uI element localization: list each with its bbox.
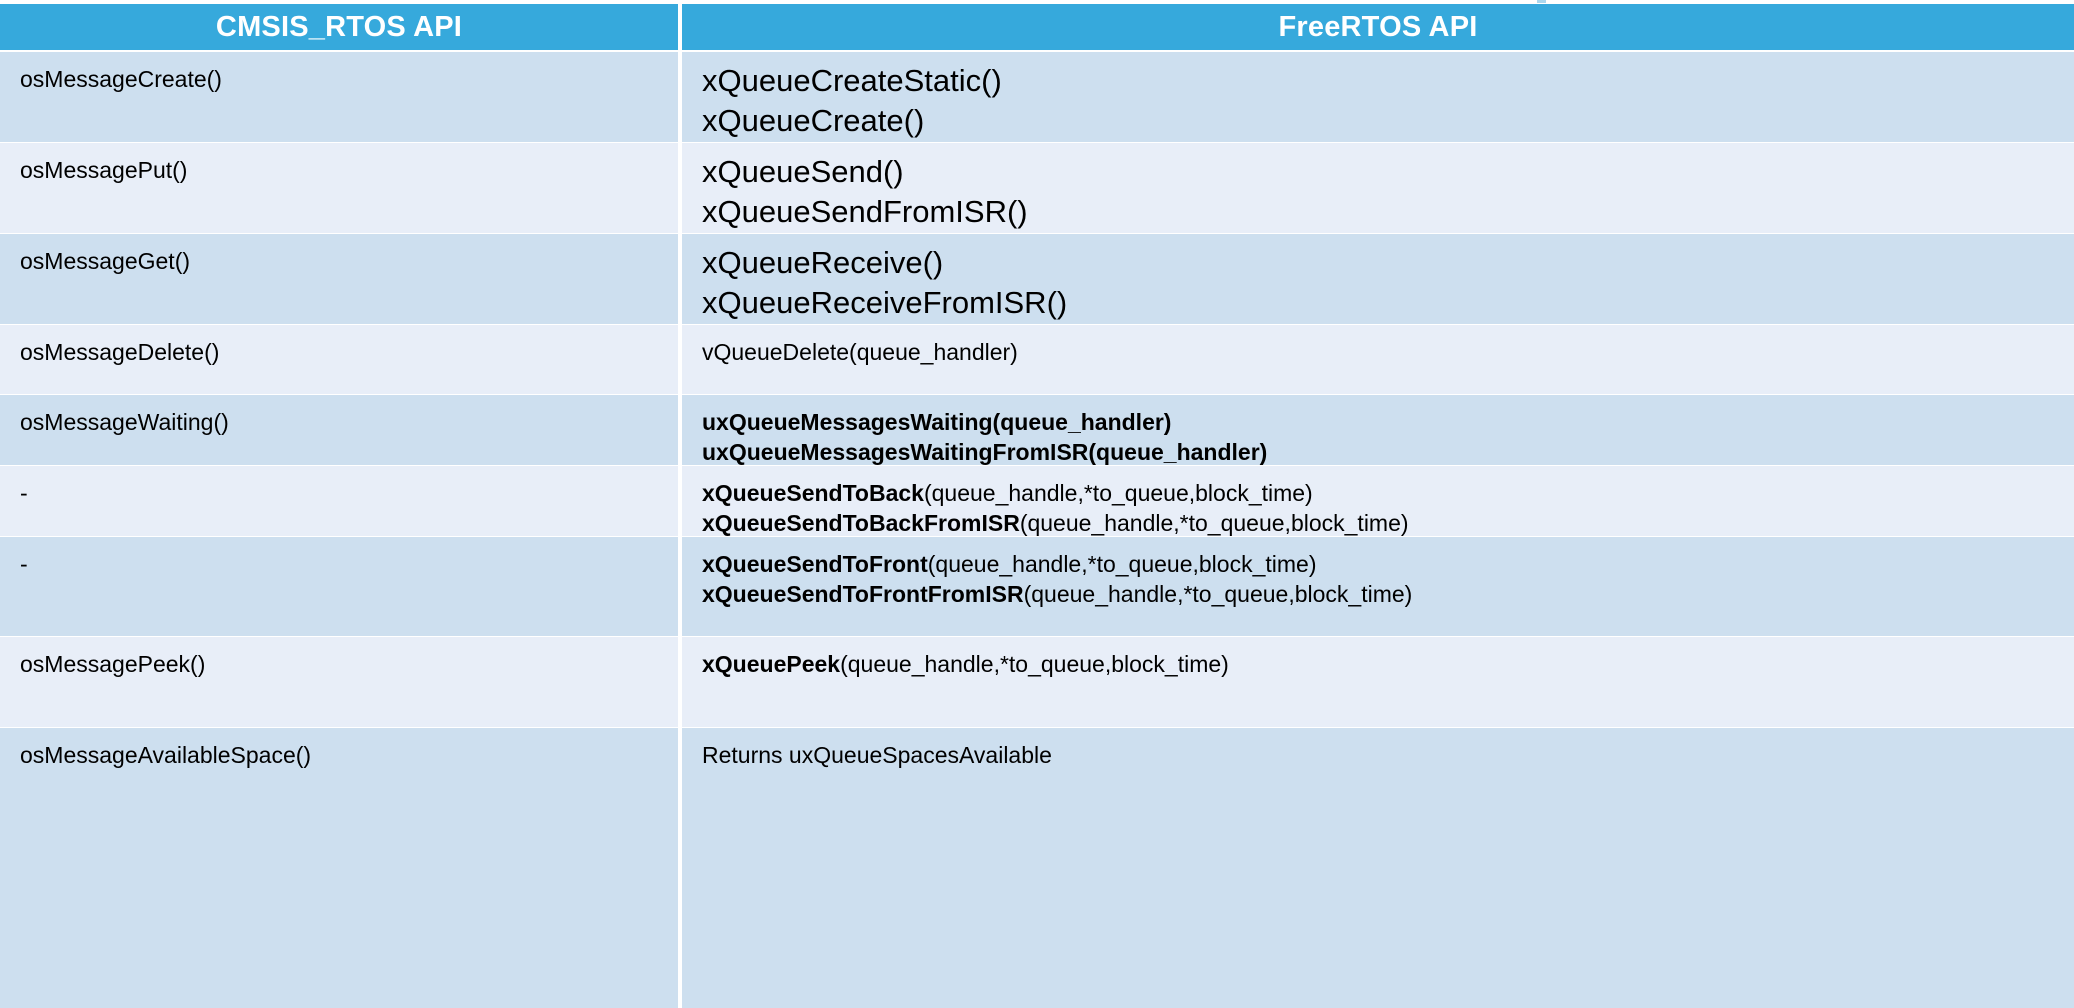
freertos-api-cell: xQueueSend() xQueueSendFromISR()	[682, 143, 2074, 233]
freertos-function-name: xQueueSendToBack	[702, 480, 924, 506]
table-row: osMessageDelete() vQueueDelete(queue_han…	[0, 325, 2074, 394]
header-column-divider	[678, 4, 682, 50]
freertos-function-name: uxQueueMessagesWaiting(queue_handler)	[702, 409, 1172, 435]
freertos-function-args: (queue_handle,*to_queue,block_time)	[1019, 510, 1409, 536]
table-row: - xQueueSendToBack(queue_handle,*to_queu…	[0, 466, 2074, 536]
cmsis-api-cell: -	[0, 537, 678, 636]
freertos-api-cell: uxQueueMessagesWaiting(queue_handler) ux…	[682, 395, 2074, 465]
freertos-api-line: uxQueueMessagesWaiting(queue_handler)	[702, 407, 2074, 437]
column-divider	[678, 728, 682, 1008]
table-row: osMessagePut() xQueueSend() xQueueSendFr…	[0, 143, 2074, 233]
table-row: - xQueueSendToFront(queue_handle,*to_que…	[0, 537, 2074, 636]
cmsis-api-cell: osMessageGet()	[0, 234, 678, 324]
freertos-api-line: xQueueSend()	[702, 154, 904, 189]
table-header-row: CMSIS_RTOS API FreeRTOS API	[0, 4, 2074, 50]
freertos-function-name: uxQueueMessagesWaitingFromISR(queue_hand…	[702, 439, 1268, 465]
freertos-api-line: xQueueReceive()	[702, 245, 944, 280]
cmsis-api-cell: osMessageCreate()	[0, 52, 678, 142]
column-divider	[678, 143, 682, 233]
table-row: osMessageAvailableSpace() Returns uxQueu…	[0, 728, 2074, 1008]
freertos-api-line: xQueueSendToFrontFromISR(queue_handle,*t…	[702, 579, 2074, 609]
freertos-function-name: xQueueSendToBackFromISR	[702, 510, 1020, 536]
column-divider	[678, 395, 682, 465]
freertos-api-line: xQueueCreate()	[702, 103, 925, 138]
freertos-api-line: vQueueDelete(queue_handler)	[702, 339, 1018, 365]
freertos-function-name: xQueuePeek	[702, 651, 841, 677]
table-row: osMessageWaiting() uxQueueMessagesWaitin…	[0, 395, 2074, 465]
freertos-function-args: (queue_handle,*to_queue,block_time)	[840, 651, 1229, 677]
freertos-api-line: xQueueSendFromISR()	[702, 194, 1028, 229]
cmsis-api-cell: -	[0, 466, 678, 536]
table-row: osMessagePeek() xQueuePeek(queue_handle,…	[0, 637, 2074, 727]
column-divider	[678, 325, 682, 394]
freertos-function-name: xQueueSendToFront	[702, 551, 928, 577]
top-edge-artifact	[1537, 0, 1546, 3]
freertos-api-line: uxQueueMessagesWaitingFromISR(queue_hand…	[702, 437, 2074, 465]
freertos-api-cell: vQueueDelete(queue_handler)	[682, 325, 2074, 394]
freertos-function-args: (queue_handle,*to_queue,block_time)	[1023, 581, 1413, 607]
freertos-function-args: (queue_handle,*to_queue,block_time)	[923, 480, 1313, 506]
column-divider	[678, 234, 682, 324]
cmsis-api-cell: osMessagePeek()	[0, 637, 678, 727]
freertos-api-cell: Returns uxQueueSpacesAvailable	[682, 728, 2074, 1008]
freertos-api-line: xQueueReceiveFromISR()	[702, 285, 1068, 320]
column-divider	[678, 466, 682, 536]
freertos-api-cell: xQueueCreateStatic() xQueueCreate()	[682, 52, 2074, 142]
column-divider	[678, 537, 682, 636]
table-row: osMessageGet() xQueueReceive() xQueueRec…	[0, 234, 2074, 324]
freertos-api-cell: xQueuePeek(queue_handle,*to_queue,block_…	[682, 637, 2074, 727]
freertos-api-line: Returns uxQueueSpacesAvailable	[702, 742, 1052, 768]
freertos-api-line: xQueueSendToBackFromISR(queue_handle,*to…	[702, 508, 2074, 536]
cmsis-api-placeholder: -	[20, 480, 28, 506]
column-divider	[678, 52, 682, 142]
freertos-api-line: xQueueSendToBack(queue_handle,*to_queue,…	[702, 478, 2074, 508]
cmsis-api-cell: osMessageWaiting()	[0, 395, 678, 465]
freertos-api-cell: xQueueSendToFront(queue_handle,*to_queue…	[682, 537, 2074, 636]
cmsis-api-cell: osMessagePut()	[0, 143, 678, 233]
cmsis-api-placeholder: -	[20, 551, 28, 577]
column-divider	[678, 637, 682, 727]
cmsis-api-cell: osMessageAvailableSpace()	[0, 728, 678, 1008]
cmsis-api-cell: osMessageDelete()	[0, 325, 678, 394]
freertos-api-cell: xQueueSendToBack(queue_handle,*to_queue,…	[682, 466, 2074, 536]
freertos-api-line: xQueuePeek(queue_handle,*to_queue,block_…	[702, 649, 2074, 679]
freertos-function-name: xQueueSendToFrontFromISR	[702, 581, 1024, 607]
freertos-api-line: xQueueSendToFront(queue_handle,*to_queue…	[702, 549, 2074, 579]
table-row: osMessageCreate() xQueueCreateStatic() x…	[0, 52, 2074, 142]
header-cell-freertos: FreeRTOS API	[682, 4, 2074, 50]
freertos-api-cell: xQueueReceive() xQueueReceiveFromISR()	[682, 234, 2074, 324]
header-cell-cmsis: CMSIS_RTOS API	[0, 4, 678, 50]
freertos-api-line: xQueueCreateStatic()	[702, 63, 1002, 98]
freertos-function-args: (queue_handle,*to_queue,block_time)	[927, 551, 1317, 577]
